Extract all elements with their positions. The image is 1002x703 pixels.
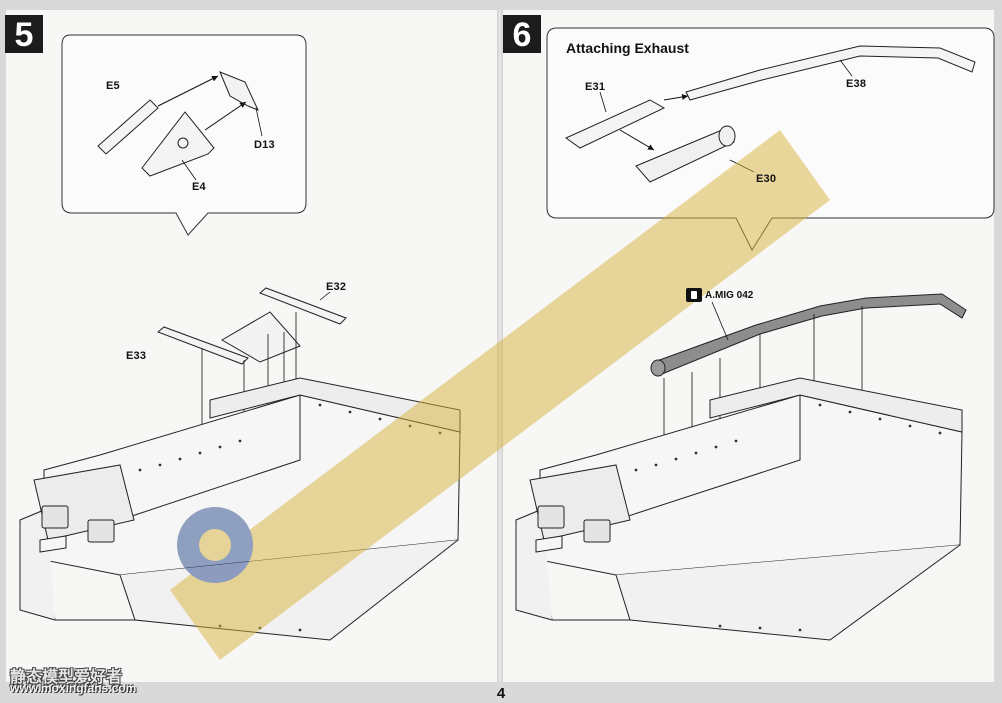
right-hull-rivets bbox=[634, 403, 942, 632]
diagonal-watermark-logo bbox=[170, 130, 830, 660]
paint-reference-label: A.MIG 042 bbox=[705, 289, 754, 301]
watermark-site-name: 静态模型爱好者 bbox=[10, 669, 123, 686]
step-6-number: 6 bbox=[503, 15, 541, 54]
e32-leader bbox=[319, 291, 331, 301]
part-e5-drawing bbox=[97, 99, 159, 155]
part-e4-mounted bbox=[221, 311, 301, 363]
callout-title: Attaching Exhaust bbox=[566, 40, 689, 56]
e5-arrow bbox=[157, 75, 219, 107]
part-e30-muffler bbox=[635, 125, 736, 183]
exhaust-assembly bbox=[650, 293, 967, 377]
d13-leader bbox=[255, 107, 263, 137]
part-e31-bracket bbox=[565, 99, 666, 149]
label-e5: E5 bbox=[106, 80, 120, 92]
e31-leader bbox=[599, 91, 607, 113]
label-e32: E32 bbox=[326, 281, 347, 293]
label-e4: E4 bbox=[192, 181, 206, 193]
paint-leader bbox=[711, 301, 729, 341]
label-e38: E38 bbox=[846, 78, 867, 90]
part-e38-pipe bbox=[685, 45, 976, 101]
e4-leader bbox=[181, 159, 197, 181]
e38-leader bbox=[839, 59, 853, 77]
e31-arrow bbox=[619, 129, 655, 151]
watermark-url: www.moxingfans.com bbox=[10, 681, 137, 695]
part-e32-rail bbox=[259, 287, 347, 325]
e4-arrow bbox=[204, 101, 247, 131]
label-e31: E31 bbox=[585, 81, 606, 93]
part-e4-drawing bbox=[141, 111, 215, 177]
e38-arrow bbox=[663, 94, 689, 101]
step-5-number: 5 bbox=[5, 15, 43, 54]
label-e33: E33 bbox=[126, 350, 147, 362]
part-d13-drawing bbox=[219, 71, 259, 111]
part-e33-rail bbox=[157, 326, 249, 365]
right-hull-drawing bbox=[515, 377, 963, 641]
page-number: 4 bbox=[496, 685, 506, 702]
paint-bottle-icon bbox=[686, 288, 702, 302]
label-e30: E30 bbox=[756, 173, 777, 185]
paint-reference: A.MIG 042 bbox=[686, 288, 753, 302]
label-d13: D13 bbox=[254, 139, 275, 151]
